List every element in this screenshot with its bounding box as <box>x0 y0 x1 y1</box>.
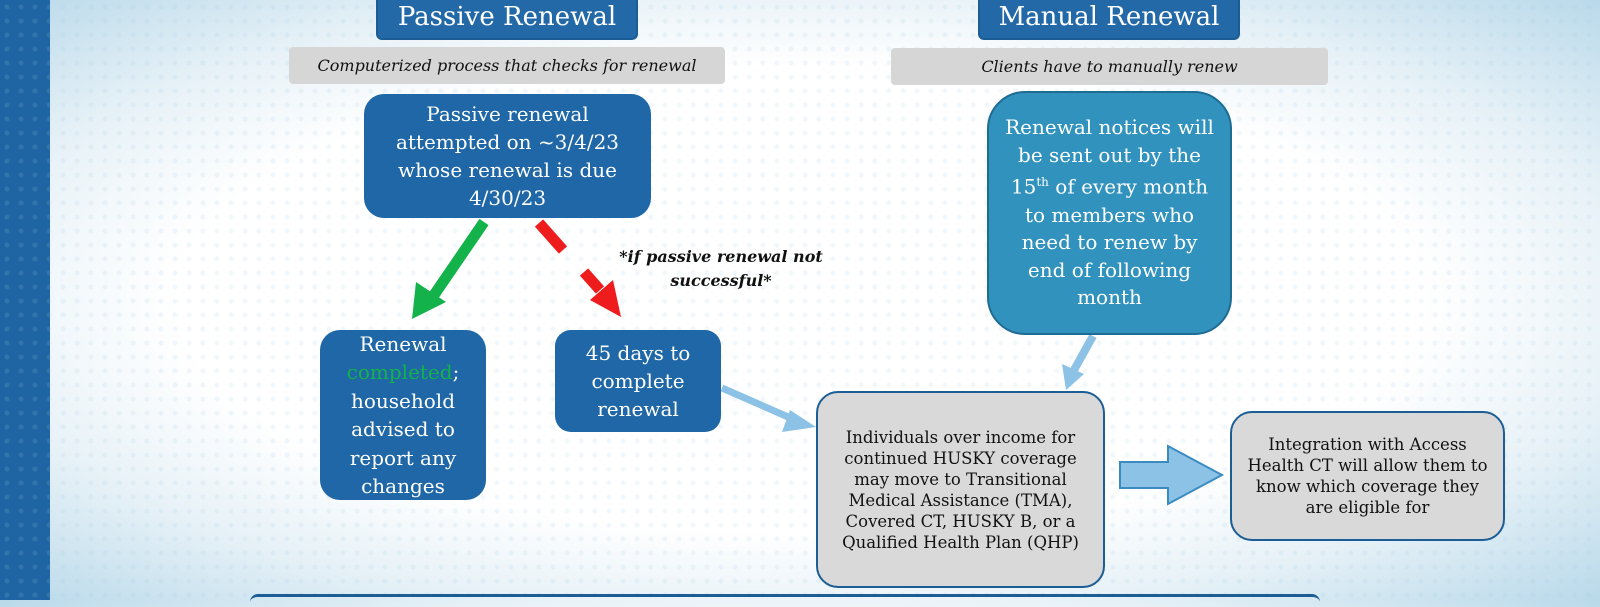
renewal-completed-highlight: completed <box>346 360 453 384</box>
green-arrow <box>412 218 489 319</box>
block-arrow <box>1119 444 1225 506</box>
light-arrow-45days <box>720 384 816 432</box>
renewal-completed-box: Renewal completed; household advised to … <box>320 330 486 500</box>
light-arrow-notices <box>1062 334 1097 390</box>
notices-text-1: Renewal notices will be sent out by the … <box>1005 115 1214 200</box>
manual-renewal-header: Manual Renewal <box>978 0 1240 40</box>
renewal-completed-text-1: Renewal <box>359 331 447 356</box>
bottom-bar <box>250 594 1320 607</box>
manual-subtitle: Clients have to manually renew <box>891 48 1328 85</box>
passive-subtitle: Computerized process that checks for ren… <box>289 47 725 84</box>
renewal-completed-text-2: ; household advised to report any change… <box>349 360 460 498</box>
left-accent-bar <box>0 0 50 600</box>
passive-renewal-header: Passive Renewal <box>376 0 638 40</box>
renewal-notices-box: Renewal notices will be sent out by the … <box>987 91 1232 335</box>
notices-superscript: th <box>1036 175 1049 190</box>
days-45-box: 45 days to complete renewal <box>555 330 721 432</box>
integration-box: Integration with Access Health CT will a… <box>1230 411 1505 541</box>
red-dashed-arrow <box>534 219 621 317</box>
individuals-box: Individuals over income for continued HU… <box>816 391 1105 588</box>
passive-attempt-box: Passive renewal attempted on ~3/4/23 who… <box>364 94 651 218</box>
unsuccessful-note: *if passive renewal not successful* <box>619 247 823 290</box>
notices-text-2: of every month to members who need to re… <box>1021 175 1209 310</box>
